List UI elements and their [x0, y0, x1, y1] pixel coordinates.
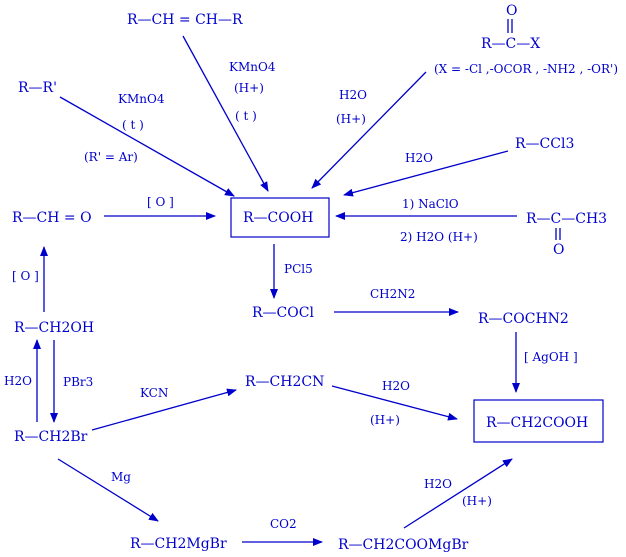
node-acyl-oxygen: O [506, 3, 517, 19]
label-h2o-a: H2O [339, 88, 367, 102]
node-acyl-x-definition: (X = -Cl ,-OCOR , -NH2 , -OR') [434, 62, 618, 76]
node-alcohol: R—CH2OH [14, 320, 94, 336]
node-trichloride: R—CCl3 [515, 136, 574, 152]
label-oxidation-b: [ O ] [12, 269, 39, 283]
label-h2o-b: H2O [405, 151, 433, 165]
label-pbr3: PBr3 [63, 375, 93, 389]
node-homolog-acid: R—CH2COOH [486, 415, 588, 431]
node-diazoketone: R—COCHN2 [478, 311, 569, 327]
label-hplus-d: (H+) [462, 494, 492, 508]
arrow-trichloride-to-acid [343, 150, 509, 197]
label-hplus-b: (H+) [336, 112, 366, 126]
label-t-b: ( t ) [122, 118, 144, 132]
arrow-bromide-to-nitrile [91, 388, 237, 431]
label-mg: Mg [111, 470, 131, 484]
arrow-alkylarene-to-acid [59, 96, 235, 197]
node-methyl-ketone: R—C—CH3 [526, 211, 607, 227]
arrow-nitrile-to-homolog-acid [331, 385, 458, 421]
label-h2o-hplus: 2) H2O (H+) [400, 230, 478, 244]
node-acyl-derivative: R—C—X [481, 36, 540, 52]
arrow-alkene-to-acid [182, 35, 269, 192]
arrow-salt-to-homolog-acid [403, 458, 513, 529]
homolog-acid-box [473, 399, 604, 443]
label-h2o-c: H2O [4, 374, 32, 388]
label-pcl5: PCl5 [284, 262, 313, 276]
node-aldehyde: R—CH = O [12, 210, 92, 226]
node-alkylarene: R—R' [18, 80, 57, 96]
node-bromide: R—CH2Br [14, 429, 88, 445]
node-grignard: R—CH2MgBr [130, 536, 227, 552]
label-co2: CO2 [270, 517, 297, 531]
arrow-acyl-derivative-to-acid [311, 71, 427, 189]
label-agoh: [ AgOH ] [524, 350, 578, 364]
label-ch2n2: CH2N2 [370, 287, 415, 301]
label-hplus-c: (H+) [370, 413, 400, 427]
node-nitrile: R—CH2CN [245, 374, 324, 390]
label-t-a: ( t ) [235, 109, 257, 123]
node-ketone-oxygen: O [553, 242, 564, 258]
arrow-bromide-to-grignard [57, 458, 159, 522]
label-h2o-d: H2O [382, 379, 410, 393]
node-acid-chloride: R—COCl [252, 305, 314, 321]
node-acid: R—COOH [243, 210, 313, 226]
label-hplus-a: (H+) [234, 81, 264, 95]
label-kmno4-a: KMnO4 [229, 60, 276, 74]
label-r-ar: (R' = Ar) [84, 150, 138, 164]
label-h2o-e: H2O [424, 477, 452, 491]
label-kmno4-b: KMnO4 [118, 92, 165, 106]
label-oxidation-a: [ O ] [147, 195, 174, 209]
label-naclo: 1) NaClO [402, 197, 459, 211]
acid-box [230, 197, 330, 238]
node-alkene: R—CH = CH—R [127, 12, 243, 28]
node-carboxylate-salt: R—CH2COOMgBr [338, 537, 469, 553]
label-kcn: KCN [140, 386, 168, 400]
